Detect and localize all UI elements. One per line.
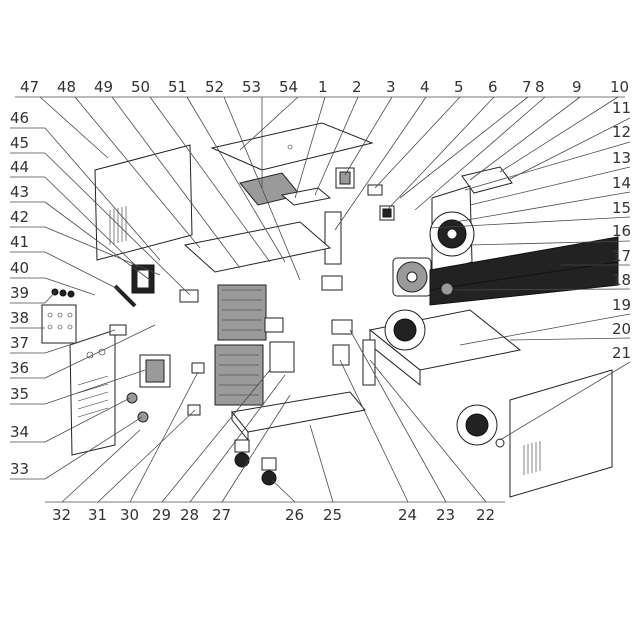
callout-26: 26 bbox=[285, 506, 304, 524]
callout-46: 46 bbox=[10, 109, 29, 127]
callout-1: 1 bbox=[318, 78, 328, 96]
callout-6: 6 bbox=[488, 78, 498, 96]
callout-36: 36 bbox=[10, 359, 29, 377]
callout-15: 15 bbox=[612, 199, 631, 217]
terminal-socket bbox=[126, 392, 138, 404]
capacitor-block bbox=[321, 275, 343, 291]
callout-10: 10 bbox=[610, 78, 629, 96]
callout-8: 8 bbox=[535, 78, 545, 96]
callout-16: 16 bbox=[612, 222, 631, 240]
control-board bbox=[41, 304, 77, 344]
callout-30: 30 bbox=[120, 506, 139, 524]
terminal-socket-2 bbox=[137, 411, 149, 423]
callout-49: 49 bbox=[94, 78, 113, 96]
callout-38: 38 bbox=[10, 309, 29, 327]
callout-28: 28 bbox=[180, 506, 199, 524]
callout-51: 51 bbox=[168, 78, 187, 96]
relay-pcb bbox=[264, 317, 284, 333]
callout-13: 13 bbox=[612, 149, 631, 167]
callout-45: 45 bbox=[10, 134, 29, 152]
callout-14: 14 bbox=[612, 174, 631, 192]
callout-9: 9 bbox=[572, 78, 582, 96]
callout-33: 33 bbox=[10, 460, 29, 478]
front-panel bbox=[69, 329, 116, 456]
small-bracket bbox=[367, 184, 383, 196]
callout-35: 35 bbox=[10, 385, 29, 403]
control-pcb bbox=[269, 341, 295, 373]
callout-19: 19 bbox=[612, 296, 631, 314]
callouts-top: 47 48 49 50 51 52 53 54 1 2 3 4 5 6 7 8 … bbox=[20, 78, 629, 96]
right-side-vents bbox=[523, 441, 541, 475]
callout-7: 7 bbox=[522, 78, 532, 96]
callout-50: 50 bbox=[131, 78, 150, 96]
callout-17: 17 bbox=[612, 247, 631, 265]
callout-18: 18 bbox=[612, 271, 631, 289]
callout-34: 34 bbox=[10, 423, 29, 441]
callout-39: 39 bbox=[10, 284, 29, 302]
callout-4: 4 bbox=[420, 78, 430, 96]
vertical-plate bbox=[324, 211, 342, 265]
callout-21: 21 bbox=[612, 344, 631, 362]
callout-22: 22 bbox=[476, 506, 495, 524]
callout-32: 32 bbox=[52, 506, 71, 524]
callout-43: 43 bbox=[10, 183, 29, 201]
switch-block bbox=[332, 344, 350, 366]
callout-41: 41 bbox=[10, 233, 29, 251]
small-plate bbox=[280, 187, 332, 206]
callout-53: 53 bbox=[242, 78, 261, 96]
callout-44: 44 bbox=[10, 158, 29, 176]
callout-24: 24 bbox=[398, 506, 417, 524]
left-side-vents bbox=[109, 206, 127, 245]
callout-54: 54 bbox=[279, 78, 298, 96]
output-cable-lower bbox=[429, 261, 619, 306]
middle-chassis-plate bbox=[183, 221, 332, 273]
callouts-left: 46 45 44 43 42 41 40 39 38 37 36 35 34 3… bbox=[10, 109, 29, 478]
callout-37: 37 bbox=[10, 334, 29, 352]
callout-12: 12 bbox=[612, 123, 631, 141]
callout-48: 48 bbox=[57, 78, 76, 96]
callout-5: 5 bbox=[454, 78, 464, 96]
callout-31: 31 bbox=[88, 506, 107, 524]
heat-sink-upper bbox=[217, 284, 267, 341]
caster-wheels bbox=[234, 439, 277, 486]
callout-47: 47 bbox=[20, 78, 39, 96]
callout-40: 40 bbox=[10, 259, 29, 277]
callout-3: 3 bbox=[386, 78, 396, 96]
callout-20: 20 bbox=[612, 320, 631, 338]
vertical-bracket bbox=[362, 339, 376, 386]
terminal-block bbox=[331, 319, 353, 335]
knobs bbox=[51, 288, 75, 298]
leaders-static bbox=[10, 96, 631, 503]
callout-52: 52 bbox=[205, 78, 224, 96]
callout-11: 11 bbox=[612, 99, 631, 117]
callouts-right: 11 12 13 14 15 16 17 18 19 20 21 bbox=[612, 99, 631, 362]
callout-42: 42 bbox=[10, 208, 29, 226]
callout-27: 27 bbox=[212, 506, 231, 524]
callout-25: 25 bbox=[323, 506, 342, 524]
callout-29: 29 bbox=[152, 506, 171, 524]
callout-2: 2 bbox=[352, 78, 362, 96]
callouts-bottom: 32 31 30 29 28 27 26 25 24 23 22 bbox=[52, 506, 495, 524]
callout-23: 23 bbox=[436, 506, 455, 524]
left-side-panel bbox=[94, 144, 193, 261]
right-side-panel bbox=[509, 369, 613, 498]
